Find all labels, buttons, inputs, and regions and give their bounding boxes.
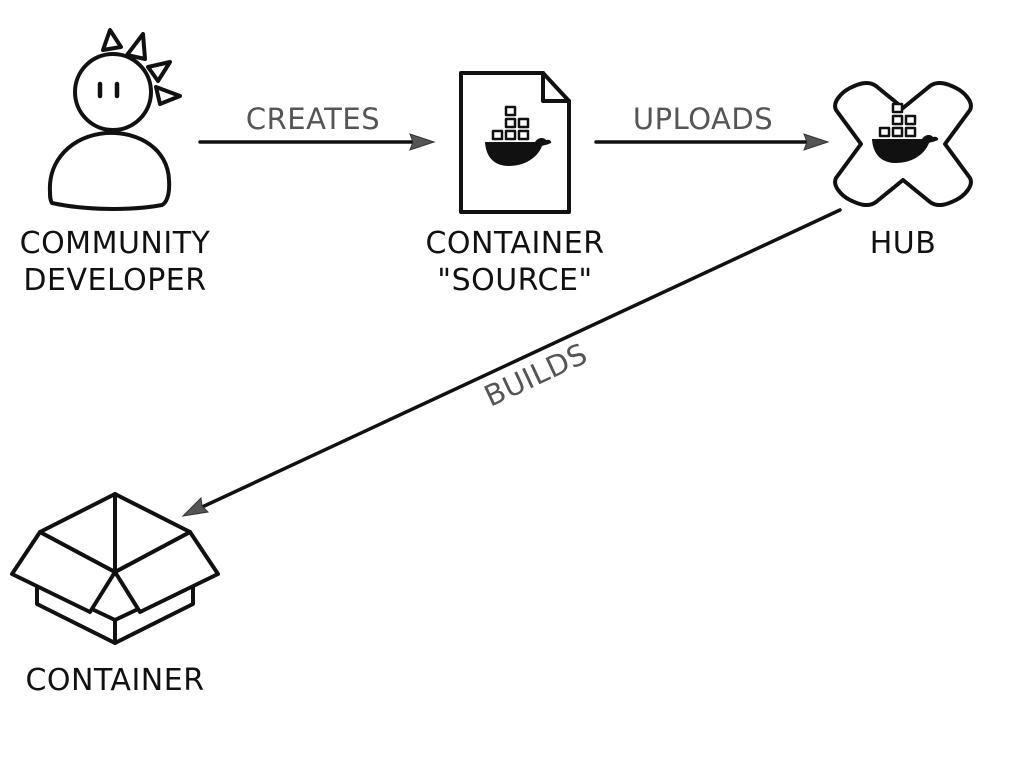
source-label-line2: "SOURCE"	[437, 263, 592, 298]
builds-arrowhead	[181, 496, 210, 517]
open-box-icon	[10, 492, 220, 645]
developer-label-line2: DEVELOPER	[23, 263, 206, 298]
source-label-line1: CONTAINER	[425, 226, 604, 261]
uploads-arrowhead	[803, 133, 830, 151]
uploads-label: UPLOADS	[633, 102, 773, 136]
container-label: CONTAINER	[25, 663, 204, 698]
docker-hub-icon	[833, 80, 973, 208]
developer-node: COMMUNITY DEVELOPER	[20, 28, 211, 298]
container-node: CONTAINER	[10, 492, 220, 698]
builds-label: BUILDS	[479, 336, 593, 413]
docker-file-icon	[459, 71, 571, 214]
person-icon	[47, 28, 182, 211]
creates-label: CREATES	[246, 102, 380, 136]
builds-arrow-line	[198, 208, 842, 510]
hub-label: HUB	[870, 226, 937, 261]
edge-creates: CREATES	[198, 102, 436, 151]
developer-label-line1: COMMUNITY	[20, 226, 211, 261]
source-node: CONTAINER "SOURCE"	[425, 71, 604, 298]
edge-uploads: UPLOADS	[594, 102, 830, 151]
hub-node: HUB	[833, 80, 973, 261]
creates-arrowhead	[409, 133, 436, 151]
